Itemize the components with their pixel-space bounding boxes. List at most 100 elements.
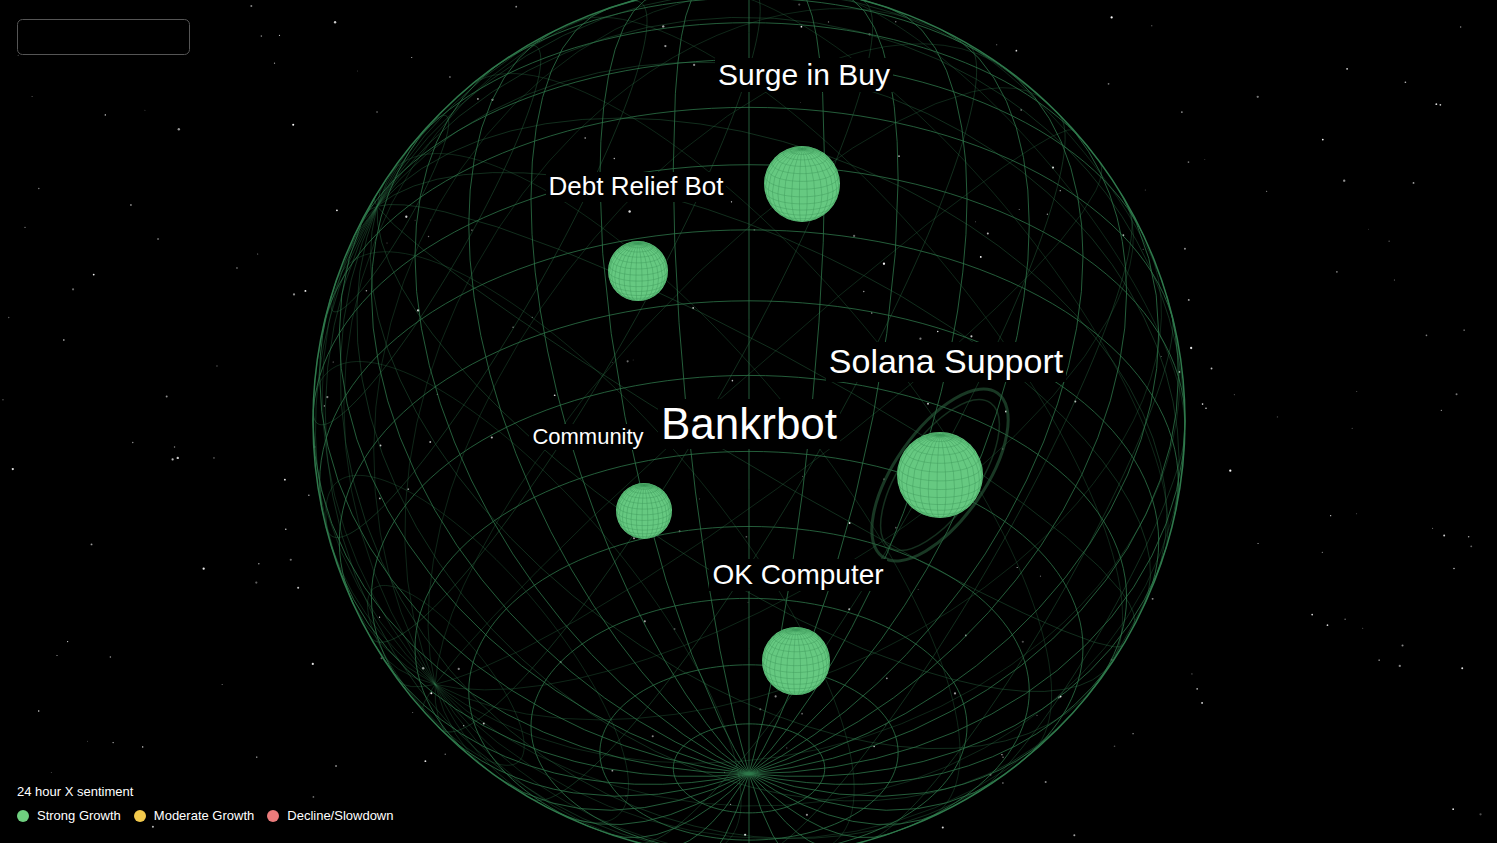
star xyxy=(312,663,314,665)
star xyxy=(412,711,414,713)
star xyxy=(166,396,168,398)
star xyxy=(304,290,306,292)
star xyxy=(628,210,630,212)
star xyxy=(72,288,74,290)
star xyxy=(730,804,731,805)
star xyxy=(1336,271,1338,273)
legend-text: Moderate Growth xyxy=(154,809,254,824)
node-label-wrap: Surge in Buy xyxy=(715,58,893,93)
star xyxy=(942,826,944,828)
star xyxy=(1322,552,1323,553)
star xyxy=(144,109,146,111)
star xyxy=(664,45,666,47)
star xyxy=(449,76,450,77)
sphere-body xyxy=(897,432,983,518)
star xyxy=(1452,808,1454,810)
sphere-body xyxy=(762,627,830,695)
star xyxy=(1132,733,1133,734)
star xyxy=(954,692,956,694)
orbit-ring xyxy=(846,367,1034,582)
star xyxy=(731,201,732,202)
star xyxy=(1047,214,1048,215)
legend-entry: Strong Growth xyxy=(17,809,121,824)
star xyxy=(1205,407,1206,408)
star xyxy=(652,735,654,737)
star xyxy=(800,102,802,104)
legend-text: Strong Growth xyxy=(37,809,121,824)
topic-sphere xyxy=(764,146,840,222)
node-label-wrap: Bankrbot xyxy=(658,399,840,450)
star xyxy=(1022,641,1024,643)
star xyxy=(614,158,615,159)
star xyxy=(1356,390,1358,392)
star xyxy=(1184,248,1186,250)
star xyxy=(142,746,143,747)
star xyxy=(802,475,804,477)
sphere-mesh xyxy=(898,433,983,518)
star xyxy=(801,26,803,28)
topic-node: Solana Support xyxy=(826,342,1066,585)
star xyxy=(775,695,777,697)
star xyxy=(38,188,40,190)
star xyxy=(471,229,472,230)
star xyxy=(1362,627,1364,629)
star xyxy=(257,253,259,255)
star xyxy=(424,760,426,762)
globe-outline xyxy=(313,0,1185,843)
star xyxy=(1352,428,1353,429)
star xyxy=(1399,665,1401,667)
star xyxy=(2,399,4,401)
star xyxy=(1002,782,1003,783)
star xyxy=(863,291,864,292)
star xyxy=(1435,103,1437,105)
search-input xyxy=(18,20,190,55)
star xyxy=(1388,241,1389,242)
star xyxy=(285,528,287,530)
star xyxy=(1461,667,1463,669)
star xyxy=(1368,228,1370,230)
star xyxy=(91,543,93,545)
star xyxy=(1202,403,1204,405)
star xyxy=(1152,598,1154,600)
legend-swatch xyxy=(134,810,146,822)
star xyxy=(429,441,431,443)
star xyxy=(871,312,873,314)
topic-node: Debt Relief Bot xyxy=(546,172,727,301)
star xyxy=(996,44,997,45)
topic-label: Solana Support xyxy=(826,342,1066,381)
star xyxy=(333,361,334,362)
star xyxy=(895,21,896,22)
node-label-wrap: Solana Support xyxy=(826,342,1066,381)
star xyxy=(693,64,695,66)
star xyxy=(1327,624,1329,626)
star xyxy=(1190,347,1192,349)
globe-mesh xyxy=(313,0,1185,843)
star xyxy=(1018,209,1020,211)
star xyxy=(56,655,58,657)
topic-label: Surge in Buy xyxy=(715,58,893,93)
star xyxy=(477,98,479,100)
star xyxy=(786,747,787,748)
star xyxy=(1311,614,1313,616)
star xyxy=(1401,644,1403,646)
sphere-mesh xyxy=(609,241,668,300)
star xyxy=(113,742,114,743)
star xyxy=(975,221,976,222)
legend-entry: Decline/Slowdown xyxy=(267,809,393,824)
star xyxy=(1040,576,1041,577)
legend-swatch xyxy=(267,810,279,822)
star xyxy=(895,527,897,529)
star xyxy=(379,617,380,618)
star xyxy=(611,362,613,364)
star xyxy=(279,35,280,36)
star xyxy=(297,587,299,589)
star xyxy=(63,339,64,340)
star xyxy=(105,114,106,115)
star xyxy=(987,232,989,234)
star xyxy=(1016,50,1018,52)
star xyxy=(157,238,159,240)
star xyxy=(1073,834,1075,836)
topic-sphere xyxy=(762,627,830,695)
star xyxy=(1453,568,1455,570)
star xyxy=(152,826,154,828)
